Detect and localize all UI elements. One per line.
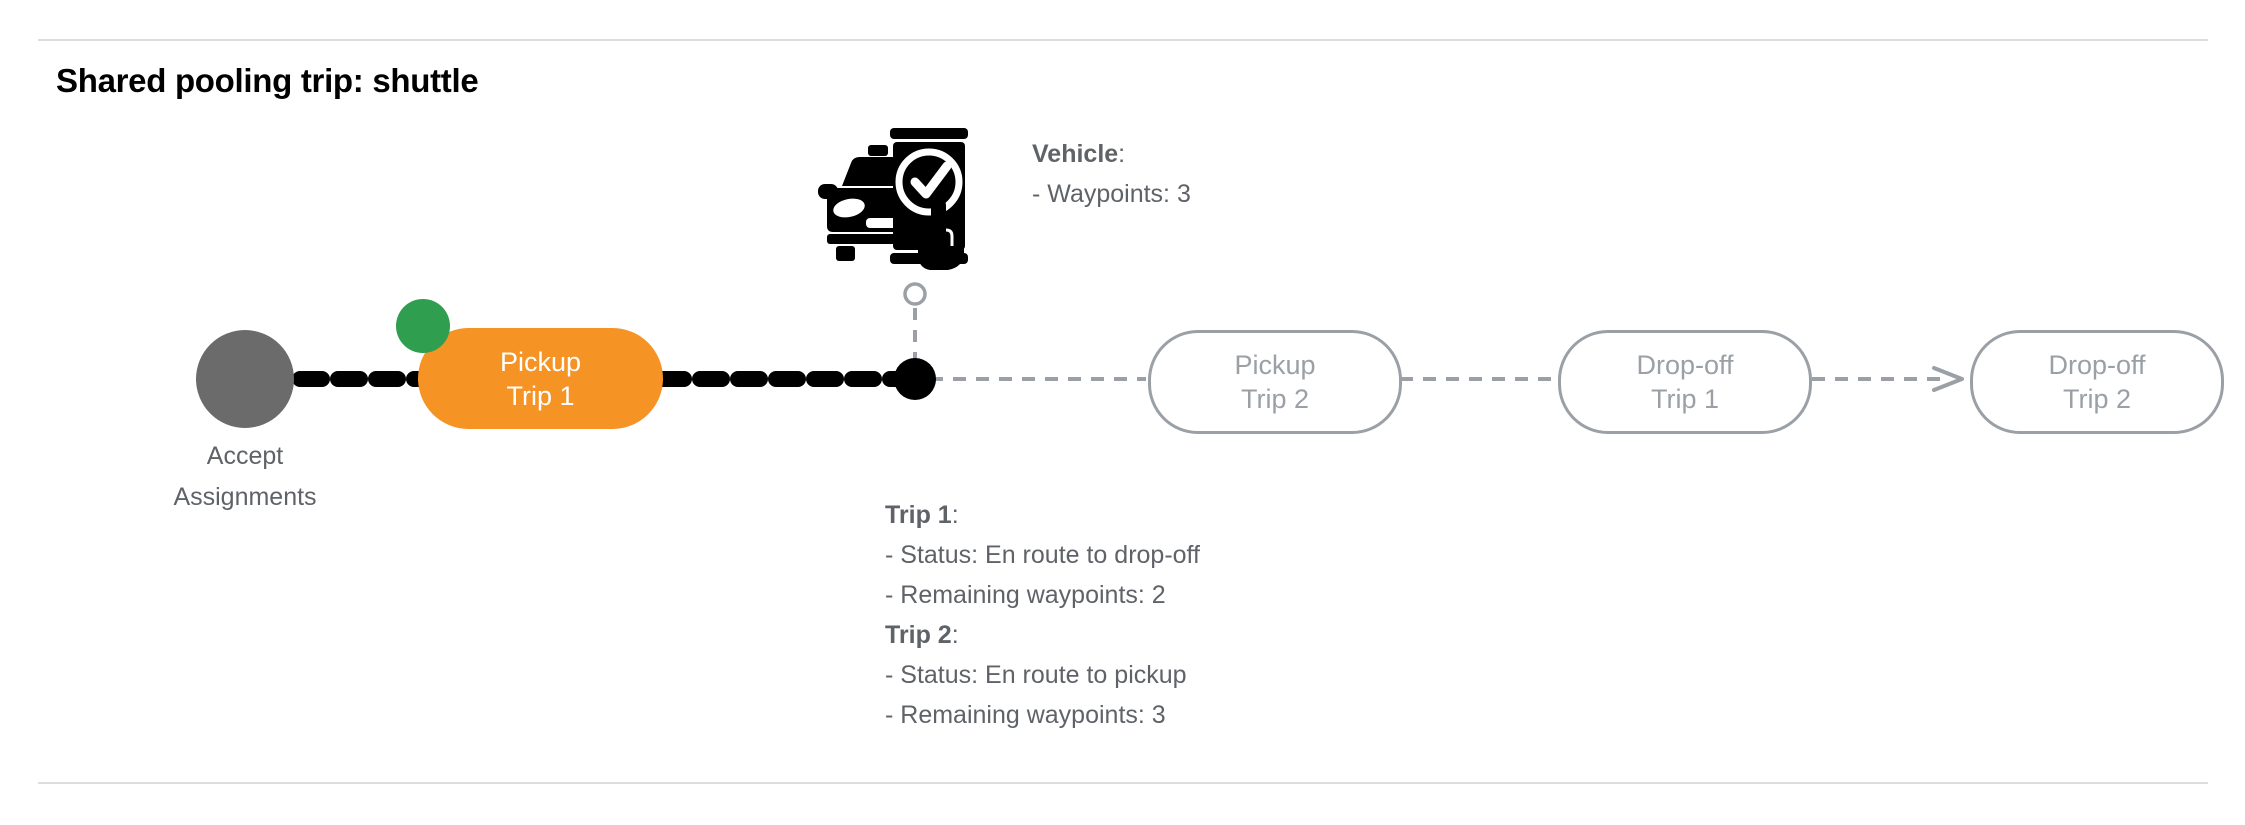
pickup-trip-2-line1: Pickup — [1234, 350, 1316, 380]
trip-1-heading-colon: : — [951, 501, 959, 529]
divider-top — [38, 39, 2208, 41]
dropoff-trip-1-line1: Drop-off — [1636, 350, 1734, 380]
trip-2-heading-colon: : — [951, 621, 959, 649]
flow-node-dropoff-trip-1[interactable]: Drop-off Trip 1 — [1558, 330, 1812, 434]
filled-dot-icon — [894, 358, 936, 400]
dropoff-trip-1-line2: Trip 1 — [1650, 384, 1719, 414]
vehicle-info-heading: Vehicle — [1032, 140, 1119, 168]
check-circle-icon — [196, 330, 294, 428]
trip-1-status-line: - Status: En route to drop-off — [885, 541, 1200, 569]
flow-node-pickup-trip-1[interactable]: Pickup Trip 1 — [418, 328, 663, 429]
trip-1-heading: Trip 1 — [885, 501, 952, 529]
trip-2-waypoints-line: - Remaining waypoints: 3 — [885, 701, 1166, 729]
trip-2-heading: Trip 2 — [885, 621, 952, 649]
flow-node-pickup-trip-2[interactable]: Pickup Trip 2 — [1148, 330, 1402, 434]
flow-node-accept-assignments[interactable]: Accept Assignments — [173, 330, 317, 511]
dropoff-trip-2-line1: Drop-off — [2048, 350, 2146, 380]
pickup-trip-1-line1: Pickup — [499, 346, 582, 377]
trip-1-heading-row: Trip 1: — [885, 495, 1200, 535]
page-title: Shared pooling trip: shuttle — [56, 62, 479, 99]
vehicle-info-heading-row: Vehicle: — [1032, 134, 1191, 174]
route-arrowhead-icon — [1932, 366, 1964, 392]
vehicle-info-heading-colon: : — [1118, 140, 1126, 168]
status-badge-completed — [396, 299, 450, 353]
trips-info-block: Trip 1: - Status: En route to drop-off -… — [885, 495, 1200, 735]
hollow-circle-icon — [903, 282, 927, 306]
vehicle-phone-check-icon — [818, 128, 968, 270]
dropoff-trip-2-line2: Trip 2 — [2062, 384, 2131, 414]
trip-2-status-line: - Status: En route to pickup — [885, 661, 1187, 689]
vehicle-info-block: Vehicle: - Waypoints: 3 — [1032, 134, 1191, 214]
pickup-trip-2-line2: Trip 2 — [1240, 384, 1309, 414]
flow-node-dropoff-trip-2[interactable]: Drop-off Trip 2 — [1970, 330, 2224, 434]
accept-assignments-label: Accept Assignments — [173, 442, 317, 511]
trip-1-waypoints-line: - Remaining waypoints: 2 — [885, 581, 1166, 609]
divider-bottom — [38, 782, 2208, 784]
trip-2-heading-row: Trip 2: — [885, 615, 1200, 655]
pickup-trip-1-line2: Trip 1 — [506, 380, 575, 411]
vehicle-waypoints-line: - Waypoints: 3 — [1032, 180, 1191, 208]
